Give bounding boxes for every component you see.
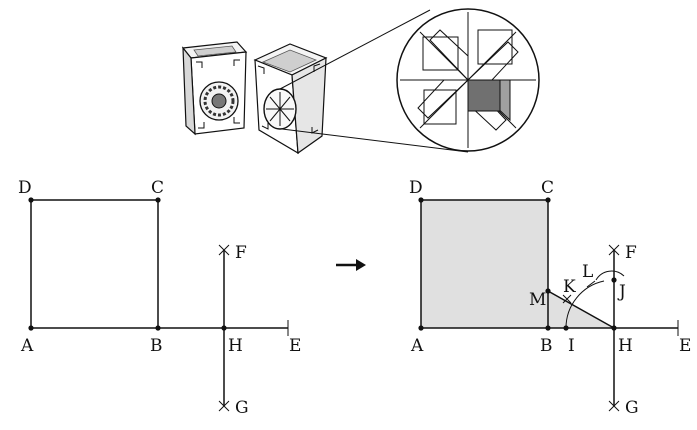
shaded-region [421,200,614,328]
point-label-f: F [235,243,247,263]
point-label-h: H [618,336,633,356]
arc-l [595,270,625,281]
pattern-dark-piece [467,79,501,112]
point-label-i: I [568,336,575,356]
point-label-h: H [228,336,243,356]
left-construction-figure: D C A B H E F G [18,178,301,418]
zoom-line [279,9,431,90]
point-label-k: K [563,277,576,297]
pen-holder-icon [253,43,328,155]
point-label-c: C [151,178,164,198]
point-label-d: D [18,178,32,198]
arc-mark-g [218,400,230,412]
point-label-j: J [617,282,626,302]
arc-mark-f [218,244,230,256]
square-abcd [30,199,159,329]
point-label-l: L [582,262,593,282]
pen-holder-icon [181,41,248,136]
point-label-a: A [410,336,424,356]
arc-mark-f [608,244,620,256]
right-construction-figure: D C A B I H E F G M K L J [409,178,691,418]
right-arrow-icon [336,259,366,271]
point-label-a: A [20,336,34,356]
arc-ij [565,280,605,329]
point-label-b: B [150,336,163,356]
arc-mark-l [586,280,596,288]
arc-mark-g [608,400,620,412]
segment-mh [547,290,615,329]
point-label-d: D [409,178,423,198]
pen-holder-illustration [181,8,540,155]
point-label-f: F [625,243,637,263]
point-label-g: G [235,398,249,418]
zoom-line [281,128,469,153]
arc-mark-k [562,294,572,304]
point-label-b: B [540,336,553,356]
point-label-m: M [529,290,546,310]
point-label-e: E [679,336,691,356]
point-label-c: C [541,178,554,198]
point-label-e: E [289,336,301,356]
pinwheel-pattern-icon [396,8,540,152]
square-abcd [420,199,549,329]
point-label-g: G [625,398,639,418]
